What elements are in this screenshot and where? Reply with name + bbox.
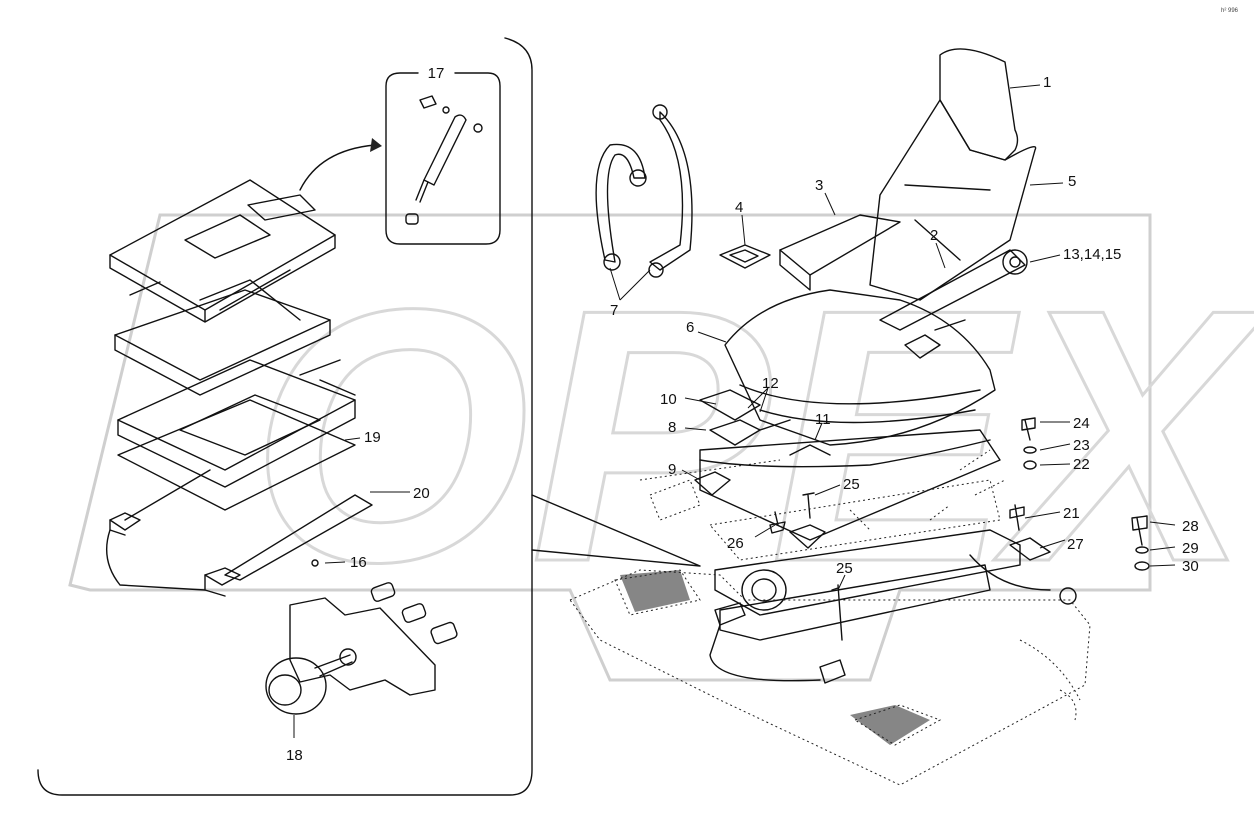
callout-12: 12	[762, 375, 779, 392]
callout-3: 3	[815, 177, 823, 194]
callout-13-14-15: 13,14,15	[1063, 246, 1121, 263]
callout-26: 26	[727, 535, 744, 552]
callout-25-upper: 25	[843, 476, 860, 493]
callout-24: 24	[1073, 415, 1090, 432]
callout-19: 19	[364, 429, 381, 446]
callout-8: 8	[668, 419, 676, 436]
detail-panel-outline	[37, 37, 533, 796]
callout-7: 7	[610, 302, 618, 319]
callout-30: 30	[1182, 558, 1199, 575]
callout-5: 5	[1068, 173, 1076, 190]
callout-16: 16	[350, 554, 367, 571]
callout-18: 18	[286, 747, 303, 764]
callout-4: 4	[735, 199, 743, 216]
callout-27: 27	[1067, 536, 1084, 553]
leader-lines	[293, 84, 1176, 738]
detail-pointer	[531, 494, 701, 567]
callout-9: 9	[668, 461, 676, 478]
watermark-text: OPEX	[250, 235, 1254, 637]
label-17: 17	[428, 65, 445, 82]
callout-20: 20	[413, 485, 430, 502]
callout-28: 28	[1182, 518, 1199, 535]
seat-assembly	[569, 48, 1150, 786]
callout-29: 29	[1182, 540, 1199, 557]
callout-22: 22	[1073, 456, 1090, 473]
callout-21: 21	[1063, 505, 1080, 522]
callout-23: 23	[1073, 437, 1090, 454]
corner-code: h² 996	[1221, 8, 1239, 14]
callout-25-lower: 25	[836, 560, 853, 577]
callout-1: 1	[1043, 74, 1051, 91]
gas-spring-detail-box: 17	[299, 65, 501, 245]
callout-6: 6	[686, 319, 694, 336]
straps	[595, 104, 693, 278]
suspension-exploded	[106, 179, 373, 597]
callout-10: 10	[660, 391, 677, 408]
callout-11: 11	[815, 411, 831, 428]
callout-2: 2	[930, 227, 938, 244]
callout-labels: 1 2 3 4 5 6 7 8 9 10 11 12 13,14,15 16 1…	[286, 74, 1199, 764]
adjustment-knob-detail	[265, 582, 458, 715]
